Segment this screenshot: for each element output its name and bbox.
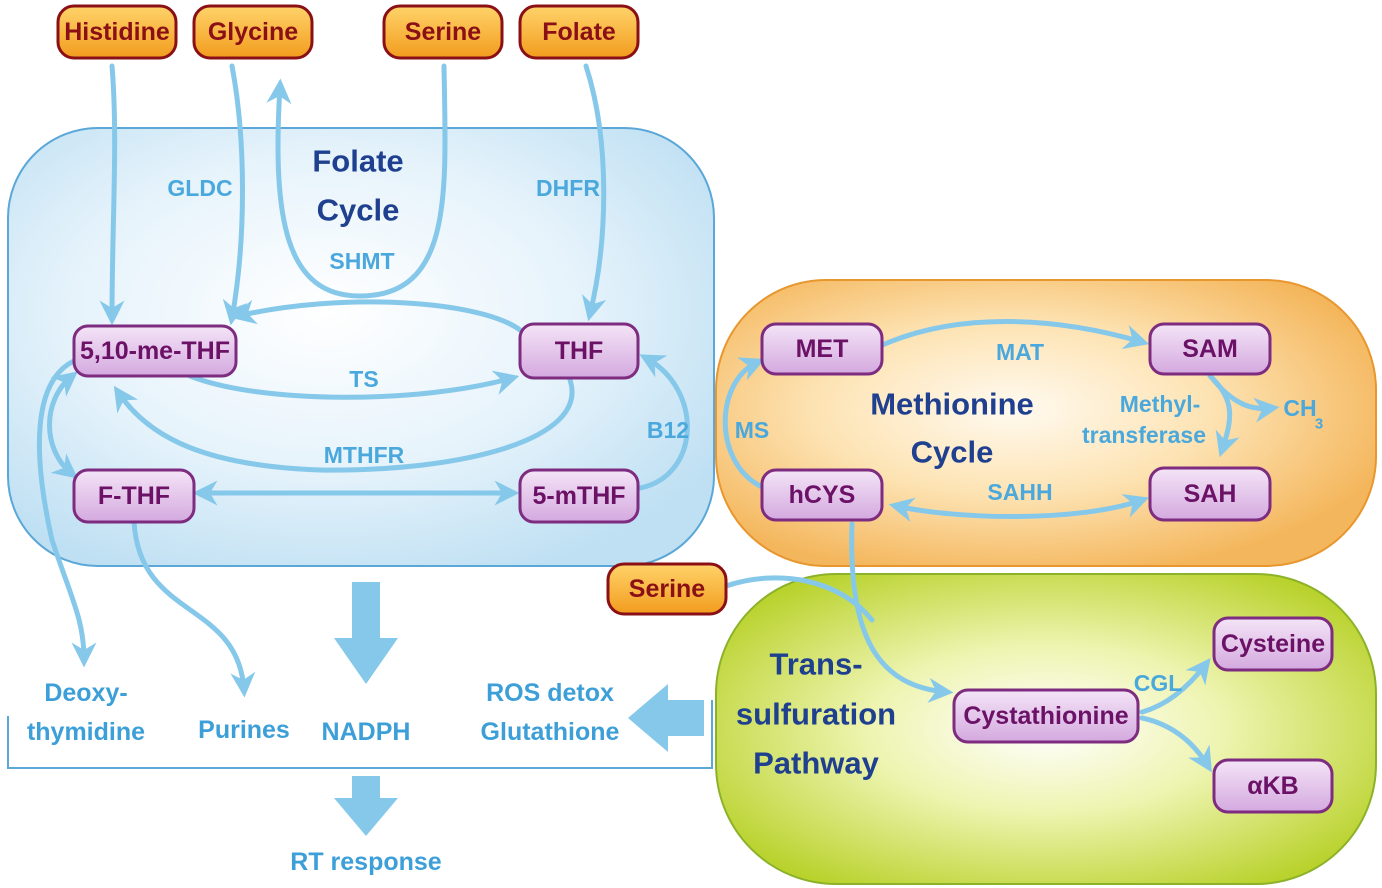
output-purines: Purines bbox=[198, 716, 290, 744]
folate-cycle-title: Folate bbox=[312, 144, 403, 179]
node-sam: SAM bbox=[1148, 322, 1272, 376]
output-rt-response: RT response bbox=[290, 848, 442, 876]
input-glycine: Glycine bbox=[192, 4, 314, 60]
svg-text:5,10-me-THF: 5,10-me-THF bbox=[80, 337, 230, 365]
svg-text:Serine: Serine bbox=[629, 575, 706, 603]
arrow-to-ch3 bbox=[1209, 375, 1280, 423]
output-nadph: NADPH bbox=[322, 718, 411, 746]
node-cysteine: Cysteine bbox=[1212, 616, 1334, 672]
enzyme-shmt: SHMT bbox=[329, 248, 394, 274]
node-5-10-me-thf: 5,10-me-THF bbox=[72, 324, 238, 378]
svg-text:Glycine: Glycine bbox=[208, 18, 298, 46]
enzyme-ts: TS bbox=[349, 366, 378, 392]
svg-text:SAH: SAH bbox=[1184, 480, 1237, 508]
arrow-serine-shmt-loop bbox=[266, 63, 448, 299]
enzyme-methyltransferase: Methyl- bbox=[1120, 391, 1201, 417]
svg-text:MET: MET bbox=[796, 335, 849, 363]
input-serine-mid: Serine bbox=[606, 562, 728, 616]
arrow-hcys-to-cystathionine bbox=[849, 521, 954, 703]
input-folate: Folate bbox=[518, 4, 640, 60]
arrow-me-thf-f-thf bbox=[47, 371, 78, 479]
node-met: MET bbox=[760, 322, 884, 376]
arrow-thf-to-me-thf-via-mthfr bbox=[113, 377, 575, 473]
input-serine-top: Serine bbox=[382, 4, 504, 60]
arrow-sah-hcys bbox=[888, 494, 1150, 522]
arrow-histidine-to-me-thf bbox=[99, 63, 125, 326]
node-akb: αKB bbox=[1212, 758, 1334, 814]
svg-text:THF: THF bbox=[555, 337, 604, 365]
output-bracket bbox=[7, 700, 713, 769]
svg-text:Cystathionine: Cystathionine bbox=[963, 702, 1128, 730]
arrow-thf-to-me-thf bbox=[230, 299, 523, 333]
arrow-folate-to-thf bbox=[581, 63, 607, 322]
enzyme-b12: B12 bbox=[647, 417, 689, 443]
arrow-5mthf-to-thf-b12 bbox=[637, 354, 690, 491]
arrow-ts bbox=[187, 370, 520, 400]
arrow-to-ros bbox=[628, 684, 704, 752]
methionine-cycle-title: Methionine bbox=[870, 387, 1034, 422]
output-deoxythymidine-2: thymidine bbox=[27, 718, 145, 746]
arrow-to-rt-response bbox=[334, 776, 398, 836]
node-cystathionine: Cystathionine bbox=[952, 688, 1140, 744]
node-5-mthf: 5-mTHF bbox=[518, 468, 640, 524]
svg-text:hCYS: hCYS bbox=[789, 481, 856, 509]
ch3-label: CH bbox=[1283, 395, 1316, 421]
arrow-to-nadph bbox=[334, 582, 398, 684]
svg-text:Cysteine: Cysteine bbox=[1221, 630, 1325, 658]
svg-text:F-THF: F-THF bbox=[98, 482, 170, 510]
arrow-met-to-sam bbox=[877, 318, 1150, 350]
output-glutathione: Glutathione bbox=[481, 718, 620, 746]
transsulfuration-title-2: sulfuration bbox=[736, 697, 896, 732]
svg-text:Histidine: Histidine bbox=[64, 18, 170, 46]
ch3-subscript: 3 bbox=[1315, 416, 1323, 433]
transsulfuration-title: Trans- bbox=[769, 647, 862, 682]
arrow-to-purines bbox=[131, 519, 256, 698]
node-f-thf: F-THF bbox=[72, 468, 196, 524]
enzyme-methyltransferase-2: transferase bbox=[1082, 422, 1206, 448]
input-histidine: Histidine bbox=[56, 4, 178, 60]
svg-text:αKB: αKB bbox=[1247, 772, 1298, 800]
svg-text:SAM: SAM bbox=[1182, 335, 1238, 363]
node-hcys: hCYS bbox=[760, 468, 884, 522]
svg-text:Folate: Folate bbox=[542, 18, 616, 46]
arrow-to-cysteine bbox=[1139, 658, 1211, 715]
node-thf: THF bbox=[518, 322, 640, 380]
enzyme-mthfr: MTHFR bbox=[324, 442, 405, 468]
svg-text:5-mTHF: 5-mTHF bbox=[532, 482, 625, 510]
output-deoxythymidine: Deoxy- bbox=[44, 679, 127, 707]
enzyme-dhfr: DHFR bbox=[536, 175, 600, 201]
output-ros-detox: ROS detox bbox=[486, 679, 614, 707]
enzyme-ms: MS bbox=[735, 417, 770, 443]
arrow-glycine-to-me-thf bbox=[222, 63, 248, 326]
enzyme-mat: MAT bbox=[996, 339, 1044, 365]
transsulfuration-title-3: Pathway bbox=[753, 746, 880, 781]
methionine-cycle-title-2: Cycle bbox=[911, 435, 994, 470]
arrow-to-deoxythymidine bbox=[36, 357, 97, 668]
folate-cycle-region bbox=[7, 127, 715, 567]
folate-cycle-title-2: Cycle bbox=[317, 193, 400, 228]
arrow-to-akb bbox=[1139, 715, 1212, 773]
node-sah: SAH bbox=[1148, 466, 1272, 522]
enzyme-sahh: SAHH bbox=[987, 479, 1052, 505]
svg-text:Serine: Serine bbox=[405, 18, 482, 46]
enzyme-gldc: GLDC bbox=[167, 175, 232, 201]
enzyme-cgl: CGL bbox=[1134, 670, 1183, 696]
arrow-hcys-to-met-ms bbox=[722, 357, 765, 489]
